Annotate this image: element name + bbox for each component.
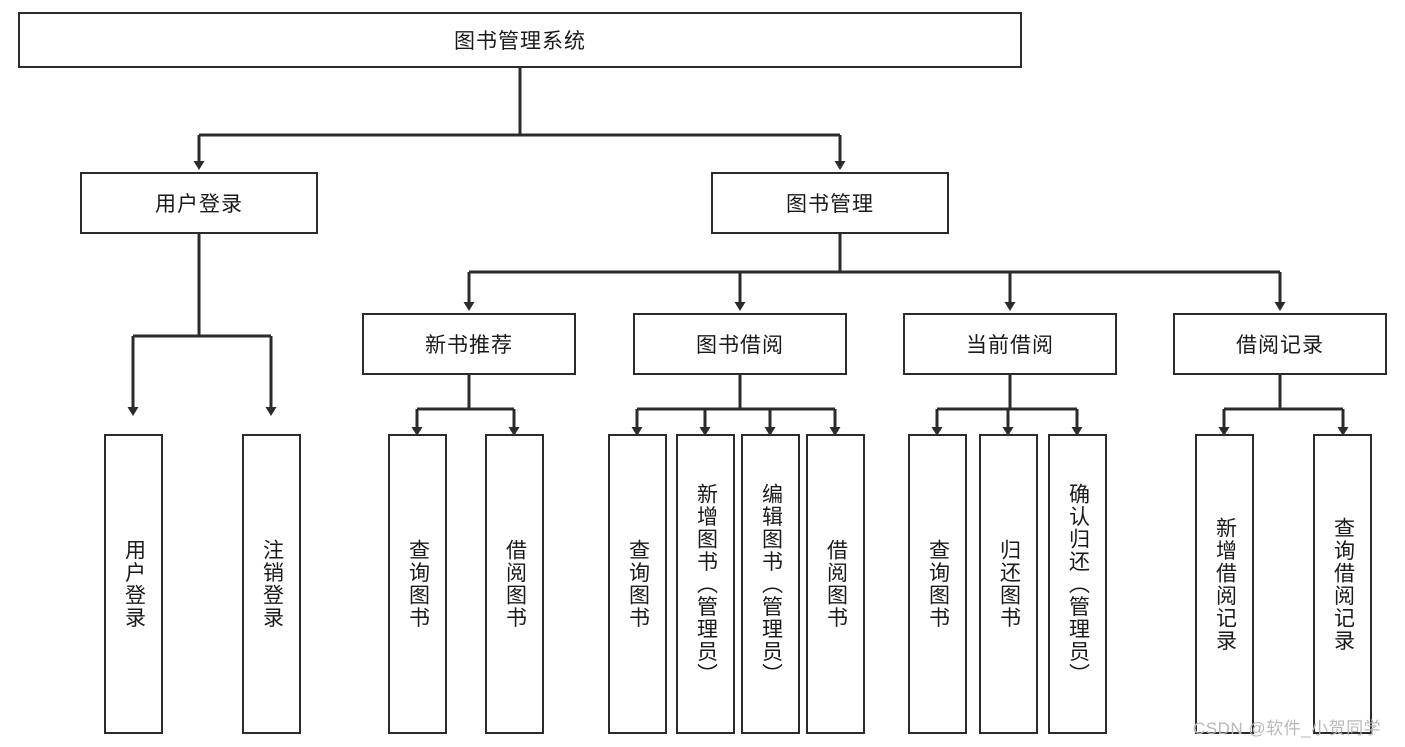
watermark-text: CSDN @软件_小贺同学 bbox=[1193, 719, 1382, 738]
node-book-borrow[interactable]: 图书借阅 bbox=[633, 313, 847, 375]
node-label: 编辑图书（管理员） bbox=[759, 482, 783, 686]
node-leaf-query-book-1[interactable]: 查询图书 bbox=[388, 434, 447, 734]
node-label: 用户登录 bbox=[122, 539, 146, 629]
node-leaf-query-book-2[interactable]: 查询图书 bbox=[608, 434, 667, 734]
node-label: 确认归还（管理员） bbox=[1066, 482, 1090, 686]
node-user-login[interactable]: 用户登录 bbox=[80, 172, 318, 234]
node-leaf-user-login[interactable]: 用户登录 bbox=[104, 434, 163, 734]
node-label: 图书管理系统 bbox=[454, 30, 586, 53]
node-leaf-add-borrow-record[interactable]: 新增借阅记录 bbox=[1195, 434, 1254, 734]
node-borrow-record[interactable]: 借阅记录 bbox=[1173, 313, 1387, 375]
node-book-management-system[interactable]: 图书管理系统 bbox=[18, 12, 1022, 68]
node-label: 图书借阅 bbox=[696, 334, 784, 357]
node-label: 新增图书（管理员） bbox=[694, 482, 718, 686]
node-label: 注销登录 bbox=[260, 539, 284, 629]
node-label: 查询图书 bbox=[926, 539, 950, 629]
node-leaf-query-book-3[interactable]: 查询图书 bbox=[908, 434, 967, 734]
node-leaf-edit-book-admin[interactable]: 编辑图书（管理员） bbox=[741, 434, 800, 734]
node-label: 借阅记录 bbox=[1236, 334, 1324, 357]
node-new-book-recommend[interactable]: 新书推荐 bbox=[362, 313, 576, 375]
node-label: 查询图书 bbox=[406, 539, 430, 629]
node-leaf-add-book-admin[interactable]: 新增图书（管理员） bbox=[676, 434, 735, 734]
node-label: 借阅图书 bbox=[503, 539, 527, 629]
node-leaf-confirm-return-admin[interactable]: 确认归还（管理员） bbox=[1048, 434, 1107, 734]
node-leaf-logout-login[interactable]: 注销登录 bbox=[242, 434, 301, 734]
node-label: 当前借阅 bbox=[966, 334, 1054, 357]
node-label: 图书管理 bbox=[786, 193, 874, 216]
node-label: 归还图书 bbox=[997, 539, 1021, 629]
node-current-borrow[interactable]: 当前借阅 bbox=[903, 313, 1117, 375]
node-leaf-return-book[interactable]: 归还图书 bbox=[979, 434, 1038, 734]
node-leaf-borrow-book-1[interactable]: 借阅图书 bbox=[485, 434, 544, 734]
node-label: 用户登录 bbox=[155, 193, 243, 216]
node-label: 查询借阅记录 bbox=[1331, 516, 1355, 652]
node-label: 新增借阅记录 bbox=[1213, 516, 1237, 652]
node-label: 新书推荐 bbox=[425, 334, 513, 357]
node-book-management[interactable]: 图书管理 bbox=[711, 172, 949, 234]
node-leaf-borrow-book-2[interactable]: 借阅图书 bbox=[806, 434, 865, 734]
node-label: 借阅图书 bbox=[824, 539, 848, 629]
node-leaf-query-borrow-record[interactable]: 查询借阅记录 bbox=[1313, 434, 1372, 734]
node-label: 查询图书 bbox=[626, 539, 650, 629]
